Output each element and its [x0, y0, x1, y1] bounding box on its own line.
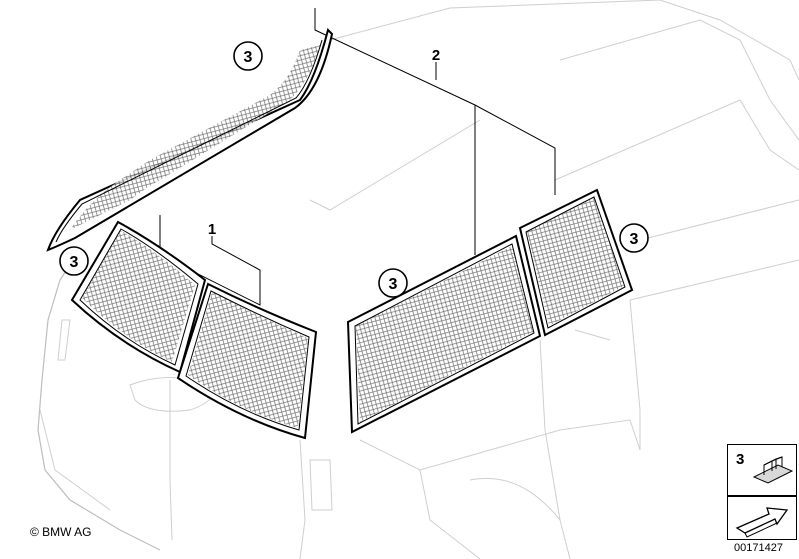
- legend-number: 3: [736, 451, 745, 468]
- rear-upper-glass: [46, 28, 334, 252]
- svg-text:3: 3: [70, 254, 79, 271]
- label-part-2: 2: [432, 47, 440, 64]
- rear-window-left: [70, 220, 207, 374]
- label-part-1: 1: [208, 221, 216, 238]
- svg-text:3: 3: [244, 49, 253, 66]
- clip-icon: [752, 456, 794, 484]
- callout-3-middle: 3: [378, 268, 408, 298]
- side-window-rear: [518, 188, 634, 337]
- svg-text:3: 3: [389, 276, 398, 293]
- side-window-front: [346, 234, 542, 434]
- legend-arrow-box: [727, 496, 797, 540]
- diagram-number: 00171427: [734, 542, 783, 554]
- svg-text:3: 3: [630, 231, 639, 248]
- car-body-outline: [37, 0, 799, 559]
- callout-3-left: 3: [59, 246, 89, 276]
- callout-3-right: 3: [619, 223, 649, 253]
- rear-window-right: [176, 282, 318, 440]
- arrow-icon: [735, 507, 789, 538]
- callout-3-upper: 3: [233, 41, 263, 71]
- copyright-text: © BMW AG: [30, 525, 92, 539]
- leader-lines: [159, 8, 556, 306]
- legend-box: 3: [727, 444, 797, 496]
